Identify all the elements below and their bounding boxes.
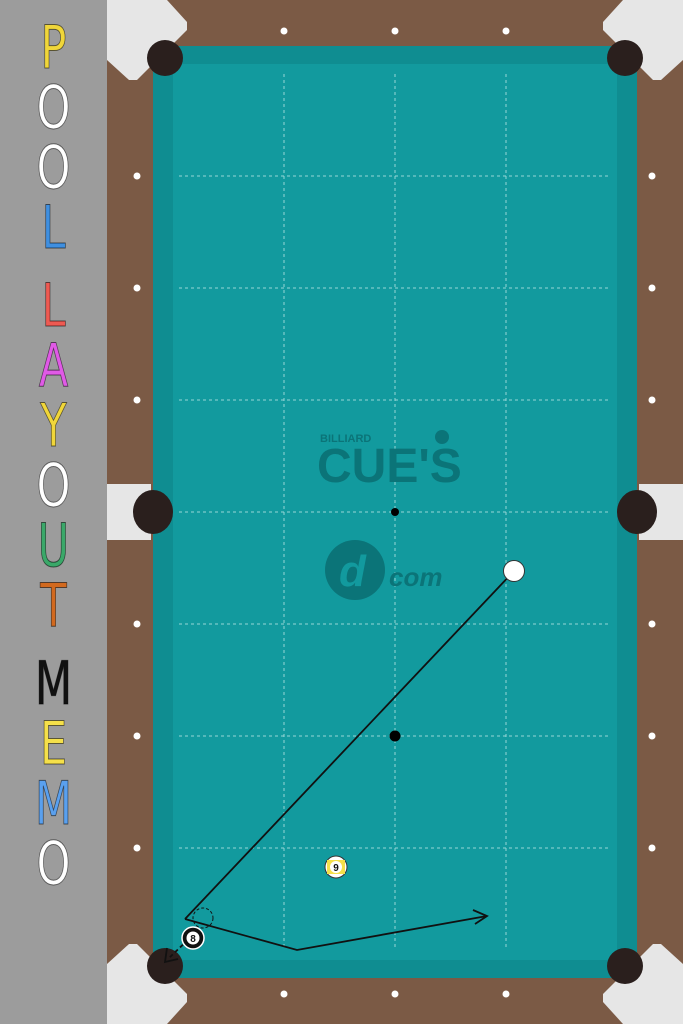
nine-ball-label: 9 <box>333 863 339 874</box>
title-letter: M <box>34 769 73 839</box>
pocket-top-right <box>607 40 643 76</box>
pocket-bottom-left <box>147 948 183 984</box>
center-spot <box>391 508 399 516</box>
logo-mark-letter: d <box>339 547 367 596</box>
billiard-cues-logo: BILLIARD CUE'S d com <box>317 430 462 600</box>
title-letter: Y <box>40 391 67 461</box>
logo-circle-mark <box>325 540 385 600</box>
pocket-bottom-right <box>607 948 643 984</box>
title-letter: L <box>41 193 66 263</box>
cue-ball-path <box>184 570 515 920</box>
eight-ball-arrow-head <box>163 947 179 964</box>
title-letter: P <box>40 13 67 83</box>
pocket-side-right <box>617 490 657 534</box>
title-letter: O <box>36 451 71 521</box>
title-letter: L <box>41 271 66 341</box>
title-letter: E <box>39 709 68 779</box>
cue-ball[interactable] <box>503 560 525 582</box>
title-letter: M <box>34 649 73 719</box>
pocket-side-left <box>133 490 173 534</box>
eight-ball-label: 8 <box>190 934 196 945</box>
eight-ball-path <box>168 934 194 959</box>
rebound-arrow-head <box>472 909 489 925</box>
pool-table[interactable]: BILLIARD CUE'S d com 9 8 <box>107 0 683 1024</box>
logo-sub-text: com <box>389 562 442 592</box>
pocket-top-left <box>147 40 183 76</box>
logo-ball-mark <box>435 430 449 444</box>
cue-ball-rebound-path <box>184 915 488 951</box>
nine-ball[interactable]: 9 <box>324 855 348 879</box>
title-letter: A <box>38 331 69 401</box>
title-letter: U <box>37 511 70 581</box>
shot-lines <box>163 570 515 964</box>
title-letter: O <box>36 829 71 899</box>
ghost-ball <box>192 907 214 929</box>
title-letter: O <box>36 133 71 203</box>
eight-ball[interactable]: 8 <box>181 926 205 950</box>
logo-main-text: CUE'S <box>317 440 462 493</box>
title-letter: O <box>36 73 71 143</box>
title-letter: T <box>40 571 67 641</box>
pockets <box>133 40 657 984</box>
foot-spot <box>389 730 401 742</box>
rail-diamonds <box>133 27 656 998</box>
logo-small-text: BILLIARD <box>320 433 371 445</box>
